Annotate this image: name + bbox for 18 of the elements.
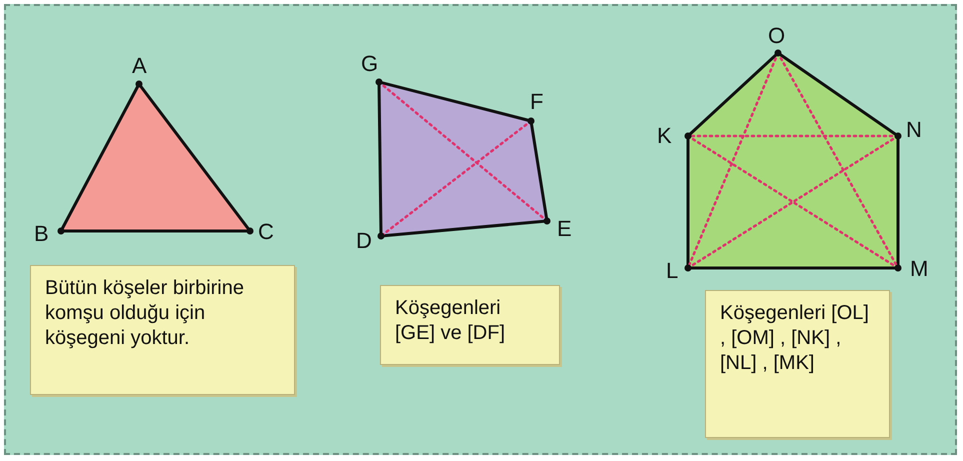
note-text: Köşegenleri [GE] ve [DF] (395, 296, 506, 346)
vertex-label: G (361, 52, 378, 76)
note-card (380, 285, 560, 365)
vertex-label: E (557, 217, 572, 241)
note-text: Köşegenleri [OL] , [OM] , [NK] ,[NL] , [MK] (720, 301, 870, 376)
vertex-label: D (356, 229, 372, 253)
vertex-label: F (530, 90, 544, 114)
vertex-label: B (34, 222, 49, 246)
vertex-label: C (258, 220, 274, 244)
vertex-label: K (657, 124, 672, 148)
vertex-label: M (910, 257, 928, 281)
note-card (30, 265, 295, 395)
vertex-label: L (666, 259, 678, 283)
note-text: Bütün köşeler birbirine komşu olduğu için köşegeni yoktur. (45, 276, 245, 351)
vertex-label: A (132, 54, 147, 78)
note-card (705, 290, 890, 438)
vertex-label: O (768, 24, 786, 48)
vertex-label: N (906, 118, 922, 142)
